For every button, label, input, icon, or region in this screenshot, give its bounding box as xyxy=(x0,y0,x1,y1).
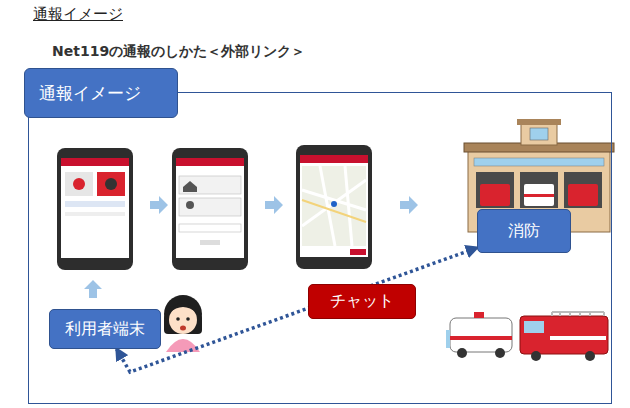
box-text: 消防 xyxy=(508,221,540,242)
user-figure xyxy=(164,295,202,352)
box-text: チャット xyxy=(330,291,394,312)
phone-screen xyxy=(172,148,248,270)
box-text: 利用者端末 xyxy=(65,319,145,340)
label-box: 利用者端末 xyxy=(49,309,161,349)
label-box: 消防 xyxy=(477,209,571,253)
label-box: チャット xyxy=(308,284,416,319)
phone-screen xyxy=(296,145,372,269)
fire-truck xyxy=(520,312,608,361)
link-label: Net119の通報のしかた＜外部リンク＞ xyxy=(52,43,630,61)
frame-tab: 通報イメージ xyxy=(24,68,178,118)
ambulance xyxy=(446,312,512,358)
region-frame: 通報イメージ消防利用者端末チャット xyxy=(28,92,612,404)
phone-screen xyxy=(57,148,133,270)
flow-arrow xyxy=(84,196,418,298)
chat-connector xyxy=(117,248,477,372)
page-title: 通報イメージ xyxy=(33,5,630,24)
